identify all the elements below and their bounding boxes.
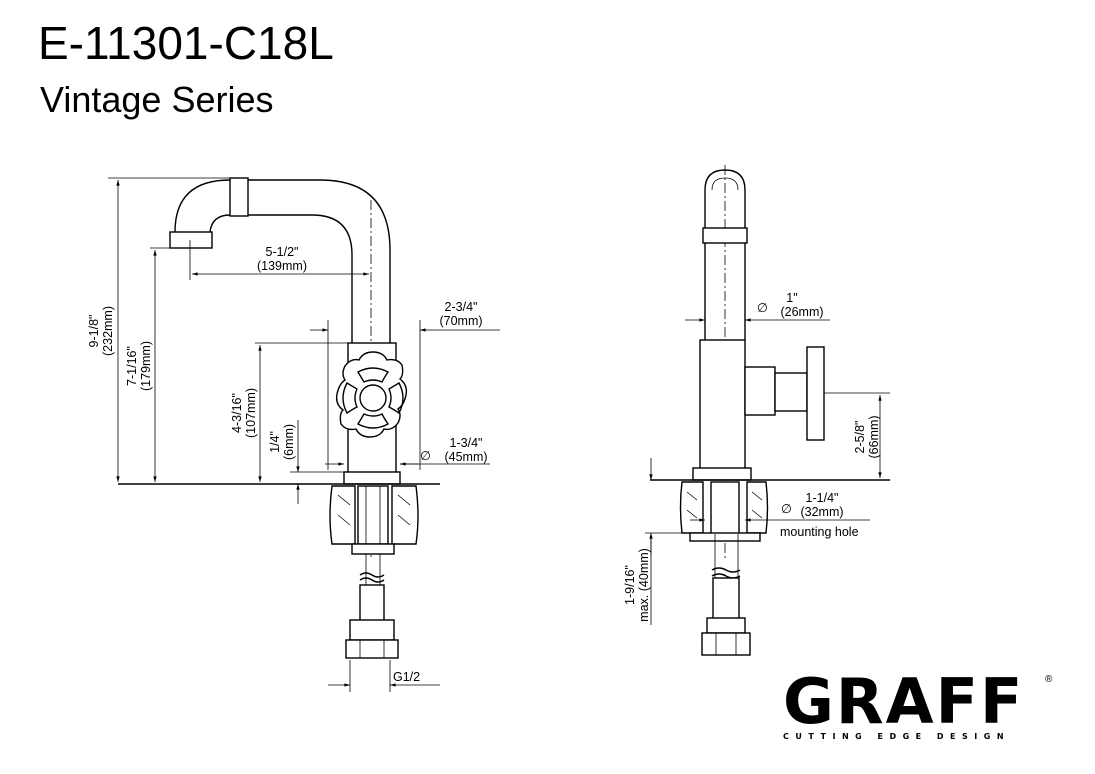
base-diameter-mm: (45mm)	[444, 450, 487, 464]
spout-collar	[229, 177, 249, 217]
total-height-mm: (232mm)	[101, 306, 115, 356]
spout-height-mm: (179mm)	[139, 341, 153, 391]
max-deck-mm: max. (40mm)	[637, 548, 651, 622]
pipe-diameter-in: 1"	[786, 291, 797, 305]
model-number: E-11301-C18L	[38, 17, 334, 69]
front-view-faucet	[118, 177, 440, 659]
pipe-diameter-mm: (26mm)	[780, 305, 823, 319]
logo-tagline: CUTTING EDGE DESIGN	[783, 732, 1011, 741]
connection-size: G1/2	[393, 670, 420, 684]
side-view-dimensions: ∅ 1" (26mm) 2-5/8" (66mm) ∅ 1-1/4" (32mm…	[623, 291, 890, 625]
hole-diameter-symbol: ∅	[781, 502, 792, 516]
handle-height-in: 2-5/8"	[853, 421, 867, 454]
hole-diameter-mm: (32mm)	[800, 505, 843, 519]
wheel-handle-icon	[335, 351, 408, 438]
hole-diameter-in: 1-1/4"	[806, 491, 839, 505]
spout-height-in: 7-1/16"	[125, 346, 139, 386]
spout-reach-mm: (139mm)	[257, 259, 307, 273]
handle-width-mm: (70mm)	[439, 314, 482, 328]
body-height-in: 4-3/16"	[230, 393, 244, 433]
spout-reach-in: 5-1/2"	[266, 245, 299, 259]
logo-registered: ®	[1045, 674, 1053, 685]
pipe-collar	[702, 227, 748, 244]
body-height-mm: (107mm)	[244, 388, 258, 438]
mounting-hole-label: mounting hole	[780, 525, 859, 539]
graff-logo: GRAFF ® CUTTING EDGE DESIGN	[783, 670, 1083, 760]
valve-body-side	[699, 339, 746, 471]
diameter-symbol: ∅	[420, 449, 431, 463]
aerator	[169, 231, 213, 249]
base-diameter-in: 1-3/4"	[450, 436, 483, 450]
pipe-diameter-symbol: ∅	[757, 301, 768, 315]
base-height-in: 1/4"	[268, 431, 282, 453]
base-plate	[343, 471, 401, 485]
handle-height-mm: (66mm)	[867, 415, 881, 458]
logo-brand: GRAFF	[783, 665, 1025, 738]
front-view-dimensions: 9-1/8" (232mm) 7-1/16" (179mm) 5-1/2" (1…	[87, 177, 500, 692]
series-name: Vintage Series	[40, 79, 274, 120]
max-deck-in: 1-9/16"	[623, 565, 637, 605]
side-view-faucet	[650, 165, 890, 656]
total-height-in: 9-1/8"	[87, 315, 101, 348]
base-height-mm: (6mm)	[282, 424, 296, 460]
handle-width-in: 2-3/4"	[445, 300, 478, 314]
wheel-handle-side	[806, 346, 825, 441]
